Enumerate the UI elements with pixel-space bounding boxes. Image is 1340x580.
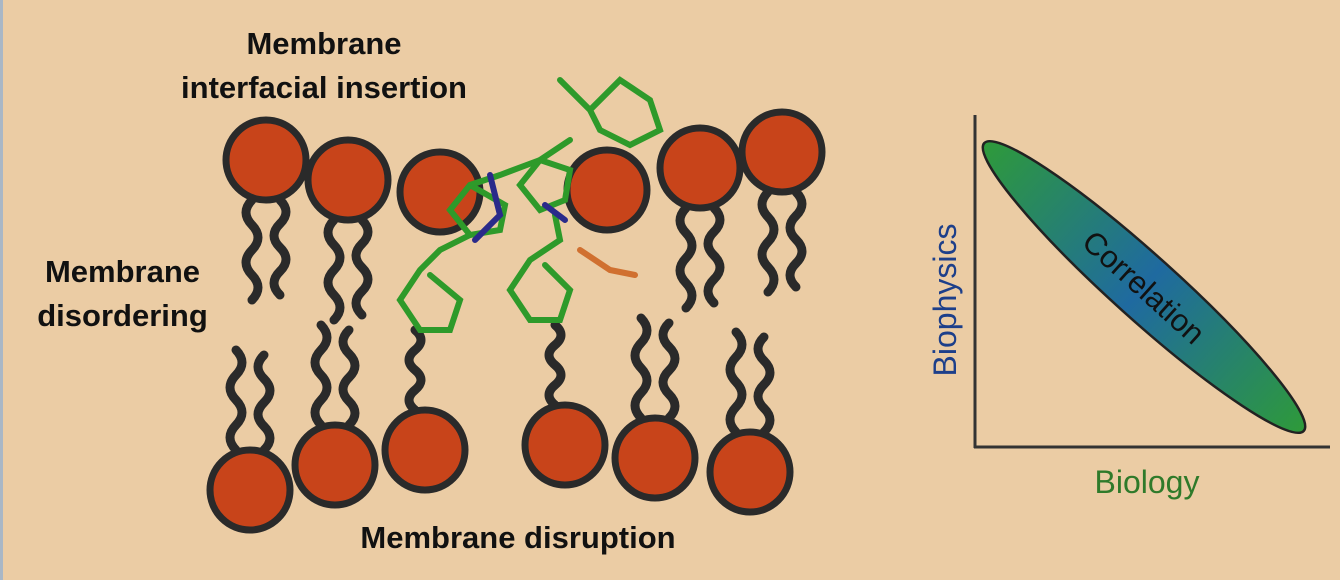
lipid-tail — [544, 320, 566, 410]
lipid-tail — [658, 318, 680, 423]
molecule-bond — [542, 202, 568, 223]
x-axis-label: Biology — [1095, 464, 1200, 500]
disruption-label: Membrane disruption — [360, 520, 676, 555]
lipid-head — [706, 428, 794, 516]
lipid-head — [563, 146, 651, 234]
lipid-heads — [206, 108, 826, 534]
lipid-head — [206, 446, 294, 534]
lipid-tail — [225, 345, 247, 455]
insertion-line1: Membrane — [246, 26, 402, 61]
lipid-tail — [753, 332, 775, 437]
disordering-line1: Membrane — [44, 254, 201, 289]
lipid-tail — [310, 320, 332, 430]
lipid-head — [381, 406, 469, 494]
lipid-tail — [675, 203, 697, 313]
lipid-head — [291, 421, 379, 509]
lipid-tail — [269, 195, 291, 300]
lipid-tail — [404, 325, 426, 415]
lipid-tail — [323, 215, 345, 325]
molecule-bond — [446, 157, 543, 239]
lipid-tail — [253, 350, 275, 455]
lipid-tail — [241, 195, 263, 305]
lipid-tail — [338, 325, 360, 430]
lipid-head — [304, 136, 392, 224]
lipid-tail — [785, 187, 807, 292]
lipid-tail — [630, 313, 652, 423]
molecule-bond — [577, 247, 638, 278]
lipid-head — [611, 414, 699, 502]
insertion-label: Membrane interfacial insertion — [150, 22, 498, 110]
molecule-bond — [396, 232, 473, 333]
lipid-head — [738, 108, 826, 196]
lipid-head — [656, 124, 744, 212]
disordering-label: Membrane disordering — [15, 250, 230, 338]
disordering-line2: disordering — [37, 298, 208, 333]
molecule-bond — [472, 172, 504, 243]
molecule-bond — [516, 137, 574, 214]
lipid-head — [521, 401, 609, 489]
lipid-tail — [351, 215, 373, 320]
lipid-tails — [225, 187, 807, 455]
molecule — [396, 76, 664, 333]
molecule-bond — [506, 212, 574, 323]
lipid-tail — [703, 203, 725, 308]
lipid-tail — [757, 187, 779, 297]
lipid-head — [222, 116, 310, 204]
lipid-tail — [725, 327, 747, 437]
insertion-line2: interfacial insertion — [181, 70, 467, 105]
y-axis-label: Biophysics — [927, 224, 963, 377]
left-border — [0, 0, 3, 580]
correlation-ellipse: Correlation — [981, 139, 1307, 435]
molecule-bond — [557, 76, 664, 149]
